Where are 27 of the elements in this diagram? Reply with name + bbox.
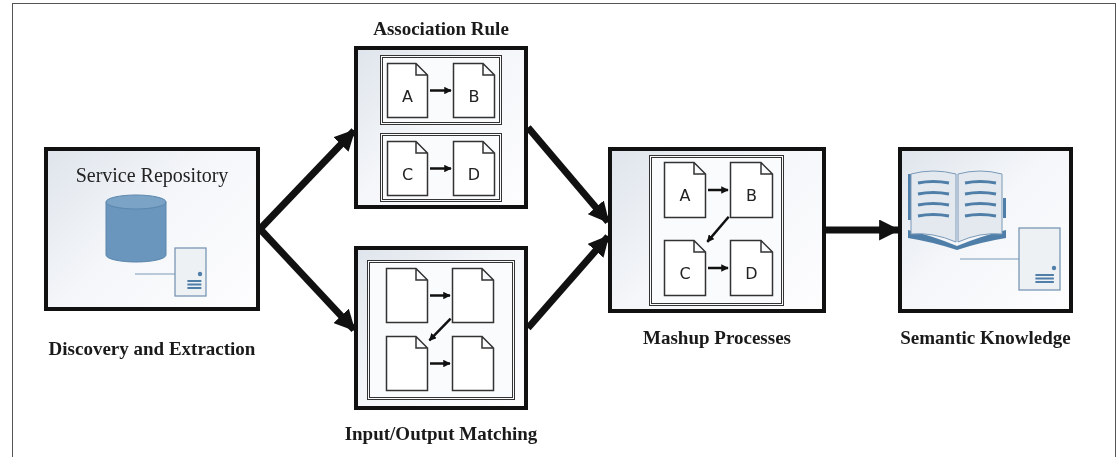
- box-caption: Semantic Knowledge: [900, 327, 1071, 349]
- arrow: [525, 234, 611, 331]
- arrow: [430, 164, 452, 173]
- arrow: [430, 86, 452, 95]
- document-letter: C: [679, 265, 691, 284]
- arrow: [430, 291, 451, 300]
- box-caption: Input/Output Matching: [344, 423, 538, 445]
- document-letter: B: [468, 87, 480, 106]
- document-letter: D: [467, 165, 481, 184]
- box-caption: Association Rule: [373, 18, 509, 40]
- box-caption: Mashup Processes: [643, 327, 791, 349]
- arrow: [430, 359, 451, 368]
- document-letter: A: [402, 87, 413, 106]
- box-caption: Discovery and Extraction: [48, 338, 256, 360]
- arrow: [428, 317, 452, 342]
- arrow: [826, 219, 901, 241]
- arrow: [706, 215, 730, 243]
- box-title: Service Repository: [75, 163, 229, 187]
- document-letter: B: [746, 187, 757, 206]
- arrow: [525, 125, 611, 224]
- arrow: [708, 186, 729, 194]
- arrow: [708, 264, 729, 272]
- arrow: [257, 128, 357, 232]
- document-letter: A: [679, 187, 691, 206]
- arrow: [257, 226, 357, 333]
- document-letter: D: [745, 265, 758, 284]
- document-letter: C: [401, 165, 414, 184]
